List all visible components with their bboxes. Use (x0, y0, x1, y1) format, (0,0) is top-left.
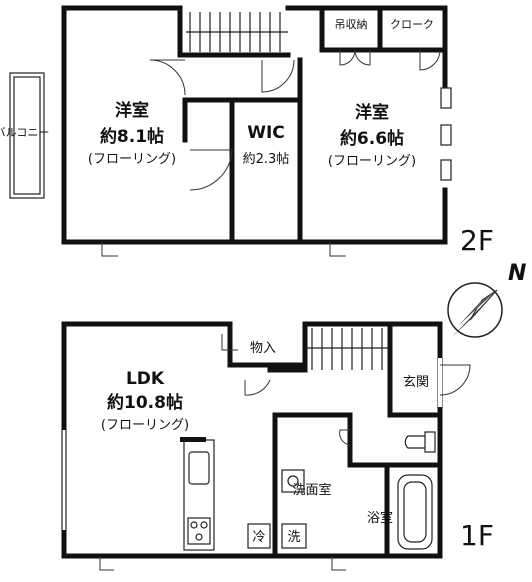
wash-basin-icon (281, 469, 305, 493)
bathroom-label: 浴室 (367, 510, 393, 526)
storage-label: 物入 (250, 341, 276, 356)
ldk-name: LDK (126, 369, 165, 389)
hanging-storage-wall (319, 5, 383, 53)
east-room-size: 約6.6帖 (340, 128, 404, 149)
entrance-wall (387, 321, 443, 418)
west-room-floor: (フローリング) (88, 152, 176, 167)
toilet-wall (347, 412, 443, 468)
stove-icon (187, 517, 211, 545)
wic-size: 約2.3帖 (243, 152, 290, 167)
floor2-stair-wall (177, 5, 291, 58)
closet-label: クローク (390, 18, 434, 31)
fridge-label: 冷 (252, 530, 265, 545)
toilet-icon (404, 431, 436, 453)
storage-wall (227, 321, 308, 368)
floor-2-label: 2F (460, 224, 494, 257)
washer-icon (281, 523, 307, 549)
west-room-name: 洋室 (115, 100, 149, 121)
wic-name: WIC (247, 123, 285, 143)
entrance-label: 玄関 (403, 375, 429, 390)
closet-wall (377, 5, 448, 53)
washer-label: 洗 (287, 530, 300, 545)
kitchen-sink-icon (188, 451, 210, 485)
floor1-stairs (305, 328, 390, 370)
bathtub-icon (397, 474, 433, 550)
balcony-inner (13, 76, 41, 195)
kitchen-counter (180, 437, 215, 551)
washroom-label: 洗面室 (292, 482, 331, 498)
floor2-doors (101, 49, 452, 257)
compass-north-label: N (508, 261, 526, 286)
hanging-storage-label: 吊収納 (335, 18, 368, 31)
fridge-icon (247, 523, 271, 549)
compass-icon: N (447, 261, 526, 338)
east-room-name: 洋室 (355, 102, 389, 123)
front-door-swing (439, 364, 471, 396)
floor-2-plan: バルコニー 吊収納 クローク 洋室 約8.1帖 (フローリング) WIC 約2.… (0, 5, 494, 257)
east-room-floor: (フローリング) (328, 154, 416, 169)
floor2-stairs (186, 12, 288, 52)
balcony-outline (9, 72, 45, 199)
floor-1-label: 1F (460, 519, 494, 552)
west-room-size: 約8.1帖 (100, 126, 164, 147)
balcony-label: バルコニー (0, 126, 49, 139)
ldk-floor: (フローリング) (101, 418, 189, 433)
floor2-top-wall-right (285, 5, 448, 88)
floor2-outer-wall (61, 5, 448, 245)
ldk-size: 約10.8帖 (107, 392, 183, 413)
floor-1-plan: 物入 玄関 LDK 約10.8帖 (フローリング) 洗面室 浴室 冷 洗 1F (61, 321, 494, 571)
